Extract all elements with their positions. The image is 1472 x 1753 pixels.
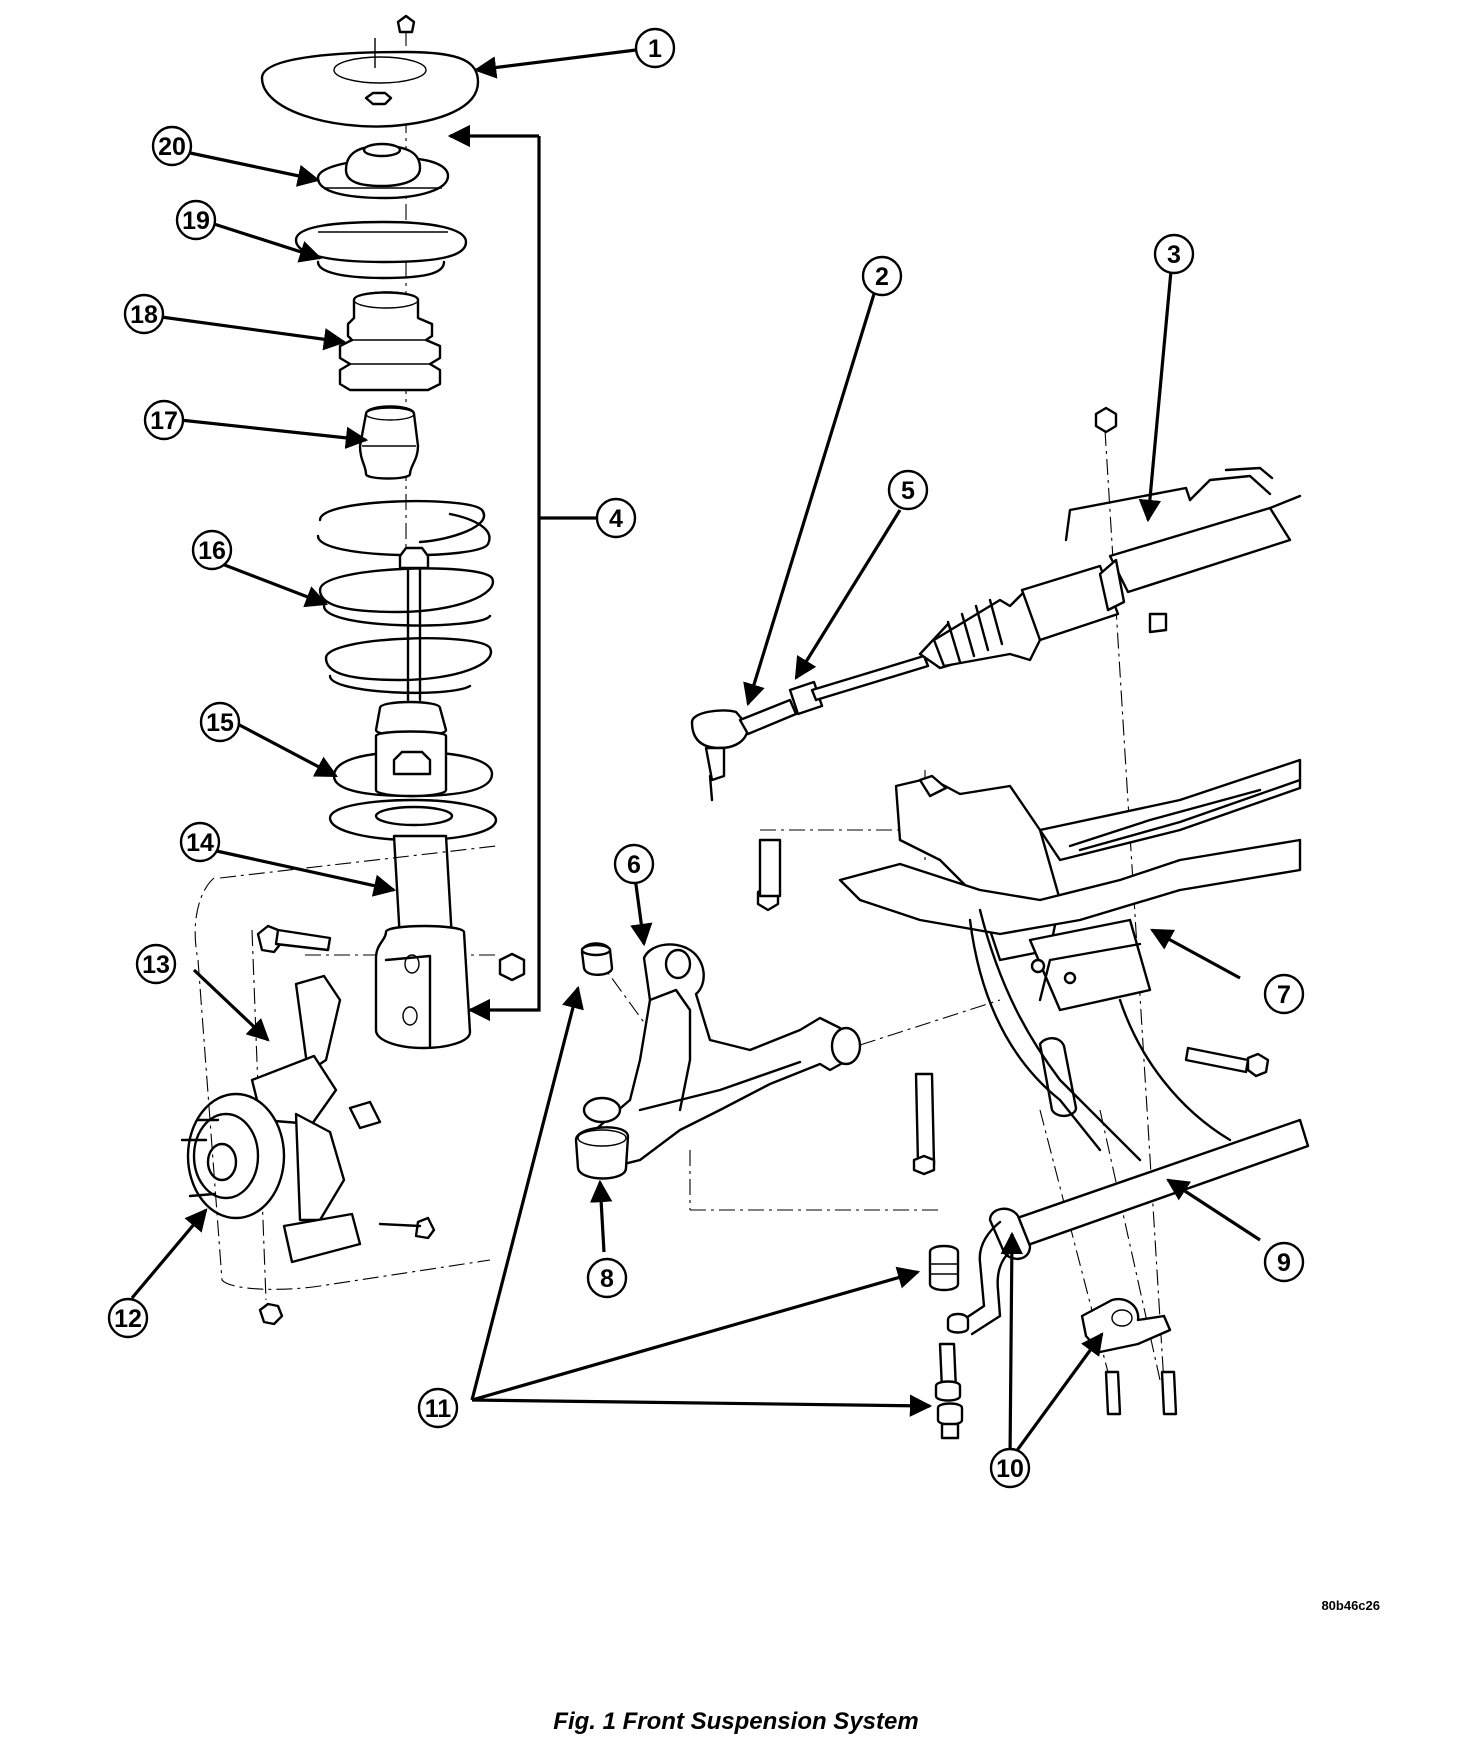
svg-text:4: 4: [609, 505, 623, 533]
upper-spring-seat: [294, 220, 468, 280]
stabilizer-bushing-clamp: [1080, 1297, 1178, 1416]
callout-4: 4: [595, 497, 637, 539]
callout-16: 16: [191, 529, 233, 571]
callout-7: 7: [1263, 973, 1305, 1015]
callout-3: 3: [1153, 233, 1195, 275]
svg-text:1: 1: [648, 35, 662, 63]
coil-spring: [316, 499, 495, 702]
svg-text:10: 10: [996, 1455, 1024, 1483]
callout-11: 11: [417, 1387, 459, 1429]
front-crossmember: [838, 758, 1302, 1162]
lower-control-arm: [580, 942, 862, 1172]
jounce-bumper: [358, 405, 420, 480]
strut-body: [374, 834, 472, 1050]
crossmember-bolts: [756, 838, 1270, 1176]
svg-text:14: 14: [186, 829, 214, 857]
callout-17: 17: [143, 399, 185, 441]
callout-2: 2: [861, 255, 903, 297]
wheel-hub: [180, 1092, 286, 1220]
figure-caption: Fig. 1 Front Suspension System: [553, 1708, 919, 1735]
tie-rod-end: [690, 654, 930, 802]
dust-boot: [338, 291, 442, 392]
svg-text:9: 9: [1277, 1249, 1291, 1277]
callout-10: 10: [989, 1447, 1031, 1489]
svg-text:16: 16: [198, 537, 226, 565]
svg-text:7: 7: [1277, 981, 1291, 1009]
svg-text:18: 18: [130, 301, 158, 329]
strut-bearing: [316, 142, 450, 200]
stabilizer-link: [928, 1244, 964, 1440]
callout-9: 9: [1263, 1241, 1305, 1283]
svg-text:15: 15: [206, 709, 234, 737]
svg-text:11: 11: [425, 1395, 452, 1423]
steering-knuckle: [250, 974, 382, 1264]
leader-arrows: [130, 48, 1261, 1461]
callout-6: 6: [613, 843, 655, 885]
steering-gear: [918, 406, 1302, 670]
callout-13: 13: [135, 943, 177, 985]
callout-8: 8: [586, 1257, 628, 1299]
svg-text:12: 12: [114, 1305, 142, 1333]
strut-bolts: [256, 924, 526, 982]
callout-18: 18: [123, 293, 165, 335]
callout-12: 12: [107, 1297, 149, 1339]
callout-15: 15: [199, 701, 241, 743]
knuckle-bolts: [258, 1216, 436, 1326]
callout-20: 20: [151, 125, 193, 167]
svg-text:6: 6: [627, 851, 641, 879]
lower-spring-seat: [328, 700, 498, 842]
callout-19: 19: [175, 199, 217, 241]
svg-text:5: 5: [901, 477, 915, 505]
callout-14: 14: [179, 821, 221, 863]
svg-text:8: 8: [600, 1265, 614, 1293]
svg-text:2: 2: [875, 263, 889, 291]
svg-text:17: 17: [150, 407, 178, 435]
ball-joint: [574, 1096, 630, 1180]
svg-text:20: 20: [158, 133, 186, 161]
svg-text:3: 3: [1167, 241, 1181, 269]
upper-strut-mount: [260, 14, 480, 128]
callout-1: 1: [634, 27, 676, 69]
drawing-id: 80b46c26: [1321, 1598, 1380, 1613]
svg-text:19: 19: [182, 207, 210, 235]
callout-5: 5: [887, 469, 929, 511]
svg-text:13: 13: [142, 951, 170, 979]
